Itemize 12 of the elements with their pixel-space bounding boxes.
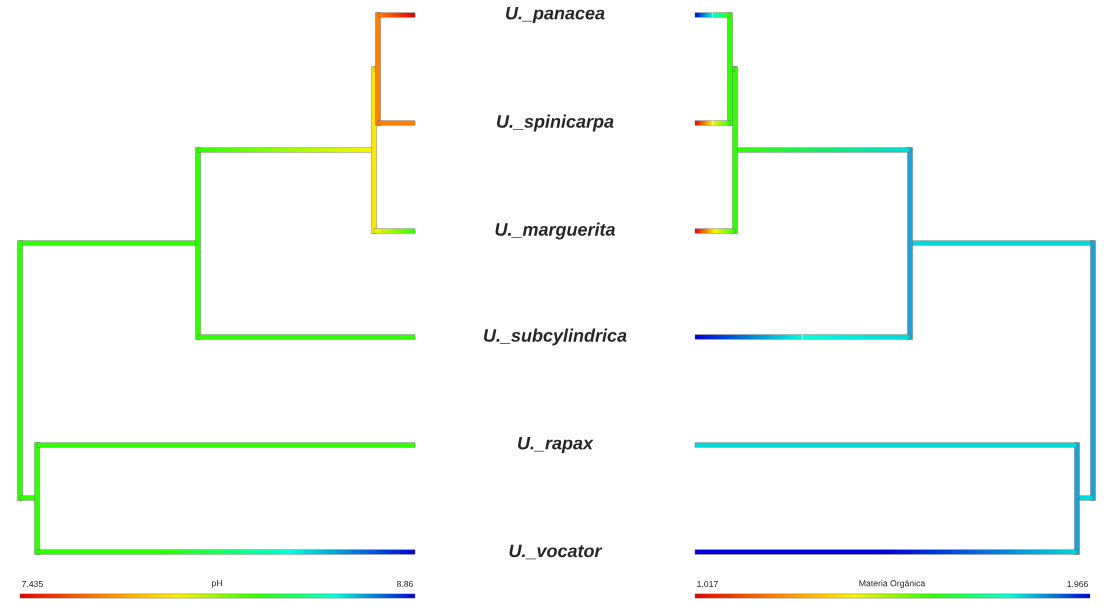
species-label: U._panacea	[506, 6, 605, 24]
species-label: U._marguerita	[495, 222, 615, 240]
species-label: U._vocator	[509, 544, 603, 560]
scale-value: 7.435	[22, 580, 43, 588]
species-label: U._spinicarpa	[497, 114, 614, 132]
scale-value: 1.017	[697, 580, 718, 588]
scale-title: Materia Orgánica	[859, 579, 926, 589]
scale-value: 8.86	[396, 580, 413, 588]
species-label: U._rapax	[518, 436, 594, 454]
scale-title: pH	[212, 580, 222, 588]
species-label: U._subcylindrica	[484, 328, 627, 346]
scale-value: 1.966	[1067, 580, 1088, 588]
